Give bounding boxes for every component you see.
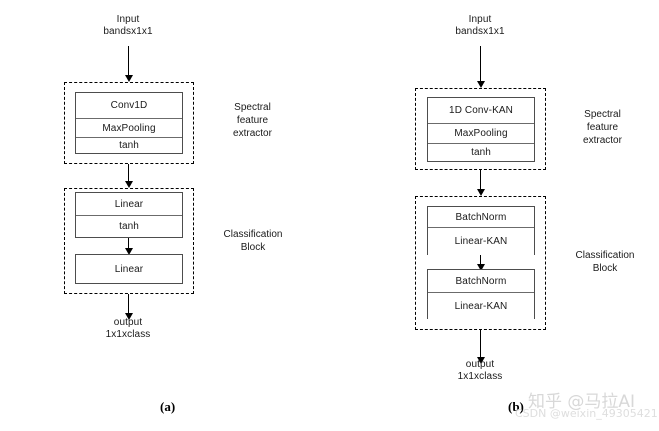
panel-b-layer-linear-kan-1: Linear-KAN (428, 228, 534, 255)
panel-a-input-label: Input bandsx1x1 (103, 14, 153, 37)
panel-a-output-label: output 1x1xclass (105, 317, 151, 340)
panel-b-layer-maxpooling: MaxPooling (428, 124, 534, 144)
panel-b-layer-tanh: tanh (428, 144, 534, 161)
panel-a-layer-maxpooling: MaxPooling (76, 119, 182, 138)
zhihu-watermark: 知乎 @马拉AI (528, 392, 636, 412)
panel-b-classification-group (415, 196, 546, 330)
panel-b-input-label: Input bandsx1x1 (455, 14, 505, 37)
panel-a-layer-linear-2: Linear (76, 255, 182, 283)
panel-b-arrow-input (476, 46, 485, 88)
panel-b-spectral-group (415, 88, 546, 170)
panel-a-spectral-group (64, 82, 194, 164)
panel-a-arrow-classification-inner (124, 238, 133, 255)
panel-a-letter: (a) (160, 399, 176, 414)
panel-a-arrow-mid (124, 164, 133, 188)
panel-a-spectral-side-label: Spectral feature extractor (233, 102, 272, 139)
panel-b-arrow-classification-inner (476, 255, 485, 271)
panel-b-layer-1d-conv-kan: 1D Conv-KAN (428, 98, 534, 124)
panel-a-layer-linear-1: Linear (76, 193, 182, 216)
csdn-watermark: CSDN @weixin_49305421 (515, 407, 658, 420)
panel-b-layer-batchnorm-1: BatchNorm (428, 207, 534, 228)
panel-a-classification-side-label: Classification Block (223, 229, 283, 253)
panel-b-classification-side-label: Classification Block (575, 250, 635, 274)
panel-a-classification-group (64, 188, 194, 294)
panel-b-layer-linear-kan-2: Linear-KAN (428, 293, 534, 319)
panel-b-arrow-mid (476, 170, 485, 196)
panel-a-layer-tanh: tanh (76, 138, 182, 153)
panel-a-layer-conv1d: Conv1D (76, 93, 182, 119)
panel-b-letter: (b) (508, 399, 524, 414)
panel-a-arrow-input (124, 46, 133, 82)
panel-b-classification-stack-2: BatchNorm Linear-KAN (427, 269, 535, 319)
panel-a-spectral-stack: Conv1D MaxPooling tanh (75, 92, 183, 154)
panel-b-layer-batchnorm-2: BatchNorm (428, 270, 534, 293)
panel-b-spectral-side-label: Spectral feature extractor (583, 109, 622, 146)
panel-b-spectral-stack: 1D Conv-KAN MaxPooling tanh (427, 97, 535, 162)
panel-b-arrow-output (476, 330, 485, 364)
panel-a-layer-tanh-2: tanh (76, 216, 182, 237)
panel-a-classification-stack-2: Linear (75, 254, 183, 284)
panel-a-arrow-output (124, 294, 133, 320)
panel-b-classification-stack-1: BatchNorm Linear-KAN (427, 206, 535, 255)
panel-b-output-label: output 1x1xclass (457, 359, 503, 382)
panel-a-classification-stack-1: Linear tanh (75, 192, 183, 238)
